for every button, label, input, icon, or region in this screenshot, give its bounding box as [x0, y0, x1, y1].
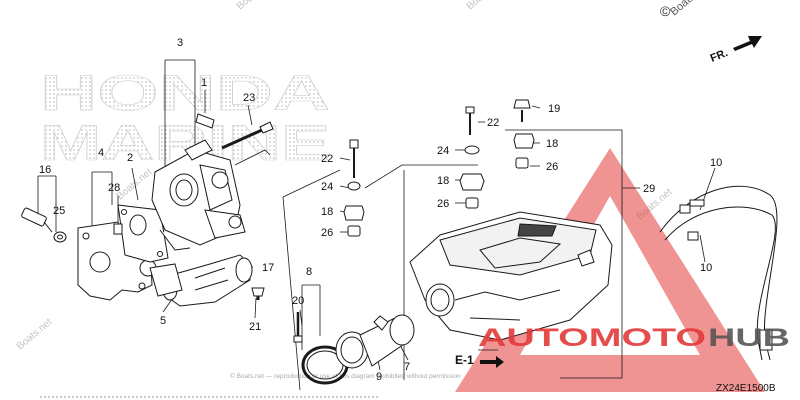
callout-18-center: 18 — [437, 175, 449, 187]
site-stamp-corner: Boats.net — [668, 0, 711, 18]
callout-28: 28 — [108, 182, 120, 194]
callout-19: 19 — [548, 103, 560, 115]
cable-part — [659, 185, 778, 361]
callout-26-left: 26 — [321, 227, 333, 239]
long-bolt-part — [221, 121, 274, 150]
callout-25: 25 — [53, 205, 65, 217]
site-stamp-5: Boats.net — [15, 317, 55, 353]
callout-5: 5 — [160, 315, 166, 327]
collar-26-b — [465, 197, 479, 209]
callout-22-center: 22 — [487, 117, 499, 129]
site-stamp-1: Boats.net — [235, 0, 275, 12]
callout-1: 1 — [201, 77, 207, 89]
callout-26-right: 26 — [546, 161, 558, 173]
callout-3: 3 — [177, 37, 183, 49]
callout-labels: 3 1 23 4 28 2 16 25 17 5 21 8 20 9 7 22 … — [39, 37, 722, 383]
throttle-body-part — [151, 139, 246, 251]
gasket-part — [117, 204, 169, 263]
overlay-brand-b: HUB — [708, 324, 790, 352]
spacer-24-a — [347, 181, 361, 191]
bolt-21-part — [251, 287, 265, 300]
callout-10-bottom: 10 — [700, 262, 712, 274]
callout-26-center: 26 — [437, 198, 449, 210]
intake-tube-part — [335, 314, 415, 369]
small-gasket-part — [149, 263, 183, 297]
collar-26-c — [515, 157, 529, 169]
site-stamp-3: Boats.net — [115, 167, 155, 203]
reference-e1-label: E-1 — [455, 353, 474, 367]
reference-e1: E-1 — [455, 353, 504, 368]
brand-watermark: HONDA MARINE — [40, 65, 331, 172]
brand-watermark-line2: MARINE — [40, 115, 330, 171]
callout-24-center: 24 — [437, 145, 449, 157]
callout-9: 9 — [376, 371, 382, 383]
reference-arrow-icon — [480, 356, 504, 368]
part-drawings — [21, 99, 778, 385]
screw-part — [195, 113, 215, 129]
callout-24-left: 24 — [321, 181, 333, 193]
sensor-part — [21, 207, 67, 243]
callout-16: 16 — [39, 164, 51, 176]
spacer-24-b — [464, 145, 480, 155]
pin-part — [113, 223, 123, 235]
callout-17: 17 — [262, 262, 274, 274]
callout-20: 20 — [292, 295, 304, 307]
front-direction: FR. — [709, 36, 762, 65]
collar-26-a — [347, 225, 361, 237]
grommet-parts — [343, 133, 535, 221]
overlay-brand: AUTOMOTO HUB — [478, 324, 790, 352]
diagram-code: ZX24E1500B — [716, 383, 776, 394]
callout-7: 7 — [404, 361, 410, 373]
callout-2: 2 — [127, 152, 133, 164]
air-silencer-part — [409, 211, 613, 341]
brand-watermark-line1: HONDA — [40, 65, 330, 121]
callout-10-top: 10 — [710, 157, 722, 169]
site-stamp-2: Boats.net — [465, 0, 505, 12]
bolt-22-parts — [349, 106, 475, 178]
callout-21: 21 — [249, 321, 261, 333]
copyright-symbol: © — [660, 3, 671, 19]
callout-18-right: 18 — [546, 138, 558, 150]
bolt-19-part — [513, 99, 531, 122]
bolt-20-part — [293, 312, 303, 343]
callout-29: 29 — [643, 183, 655, 195]
leader-lines — [37, 59, 716, 398]
callout-4: 4 — [98, 147, 104, 159]
callout-23: 23 — [243, 92, 255, 104]
overlay-brand-a: AUTOMOTO — [478, 324, 706, 352]
callout-22-left: 22 — [321, 153, 333, 165]
arrow-right-icon — [733, 36, 762, 51]
callout-18-left: 18 — [321, 206, 333, 218]
fine-print: © Boats.net — reproduction or use of thi… — [230, 372, 461, 380]
front-direction-label: FR. — [709, 47, 730, 65]
callout-8: 8 — [306, 266, 312, 278]
